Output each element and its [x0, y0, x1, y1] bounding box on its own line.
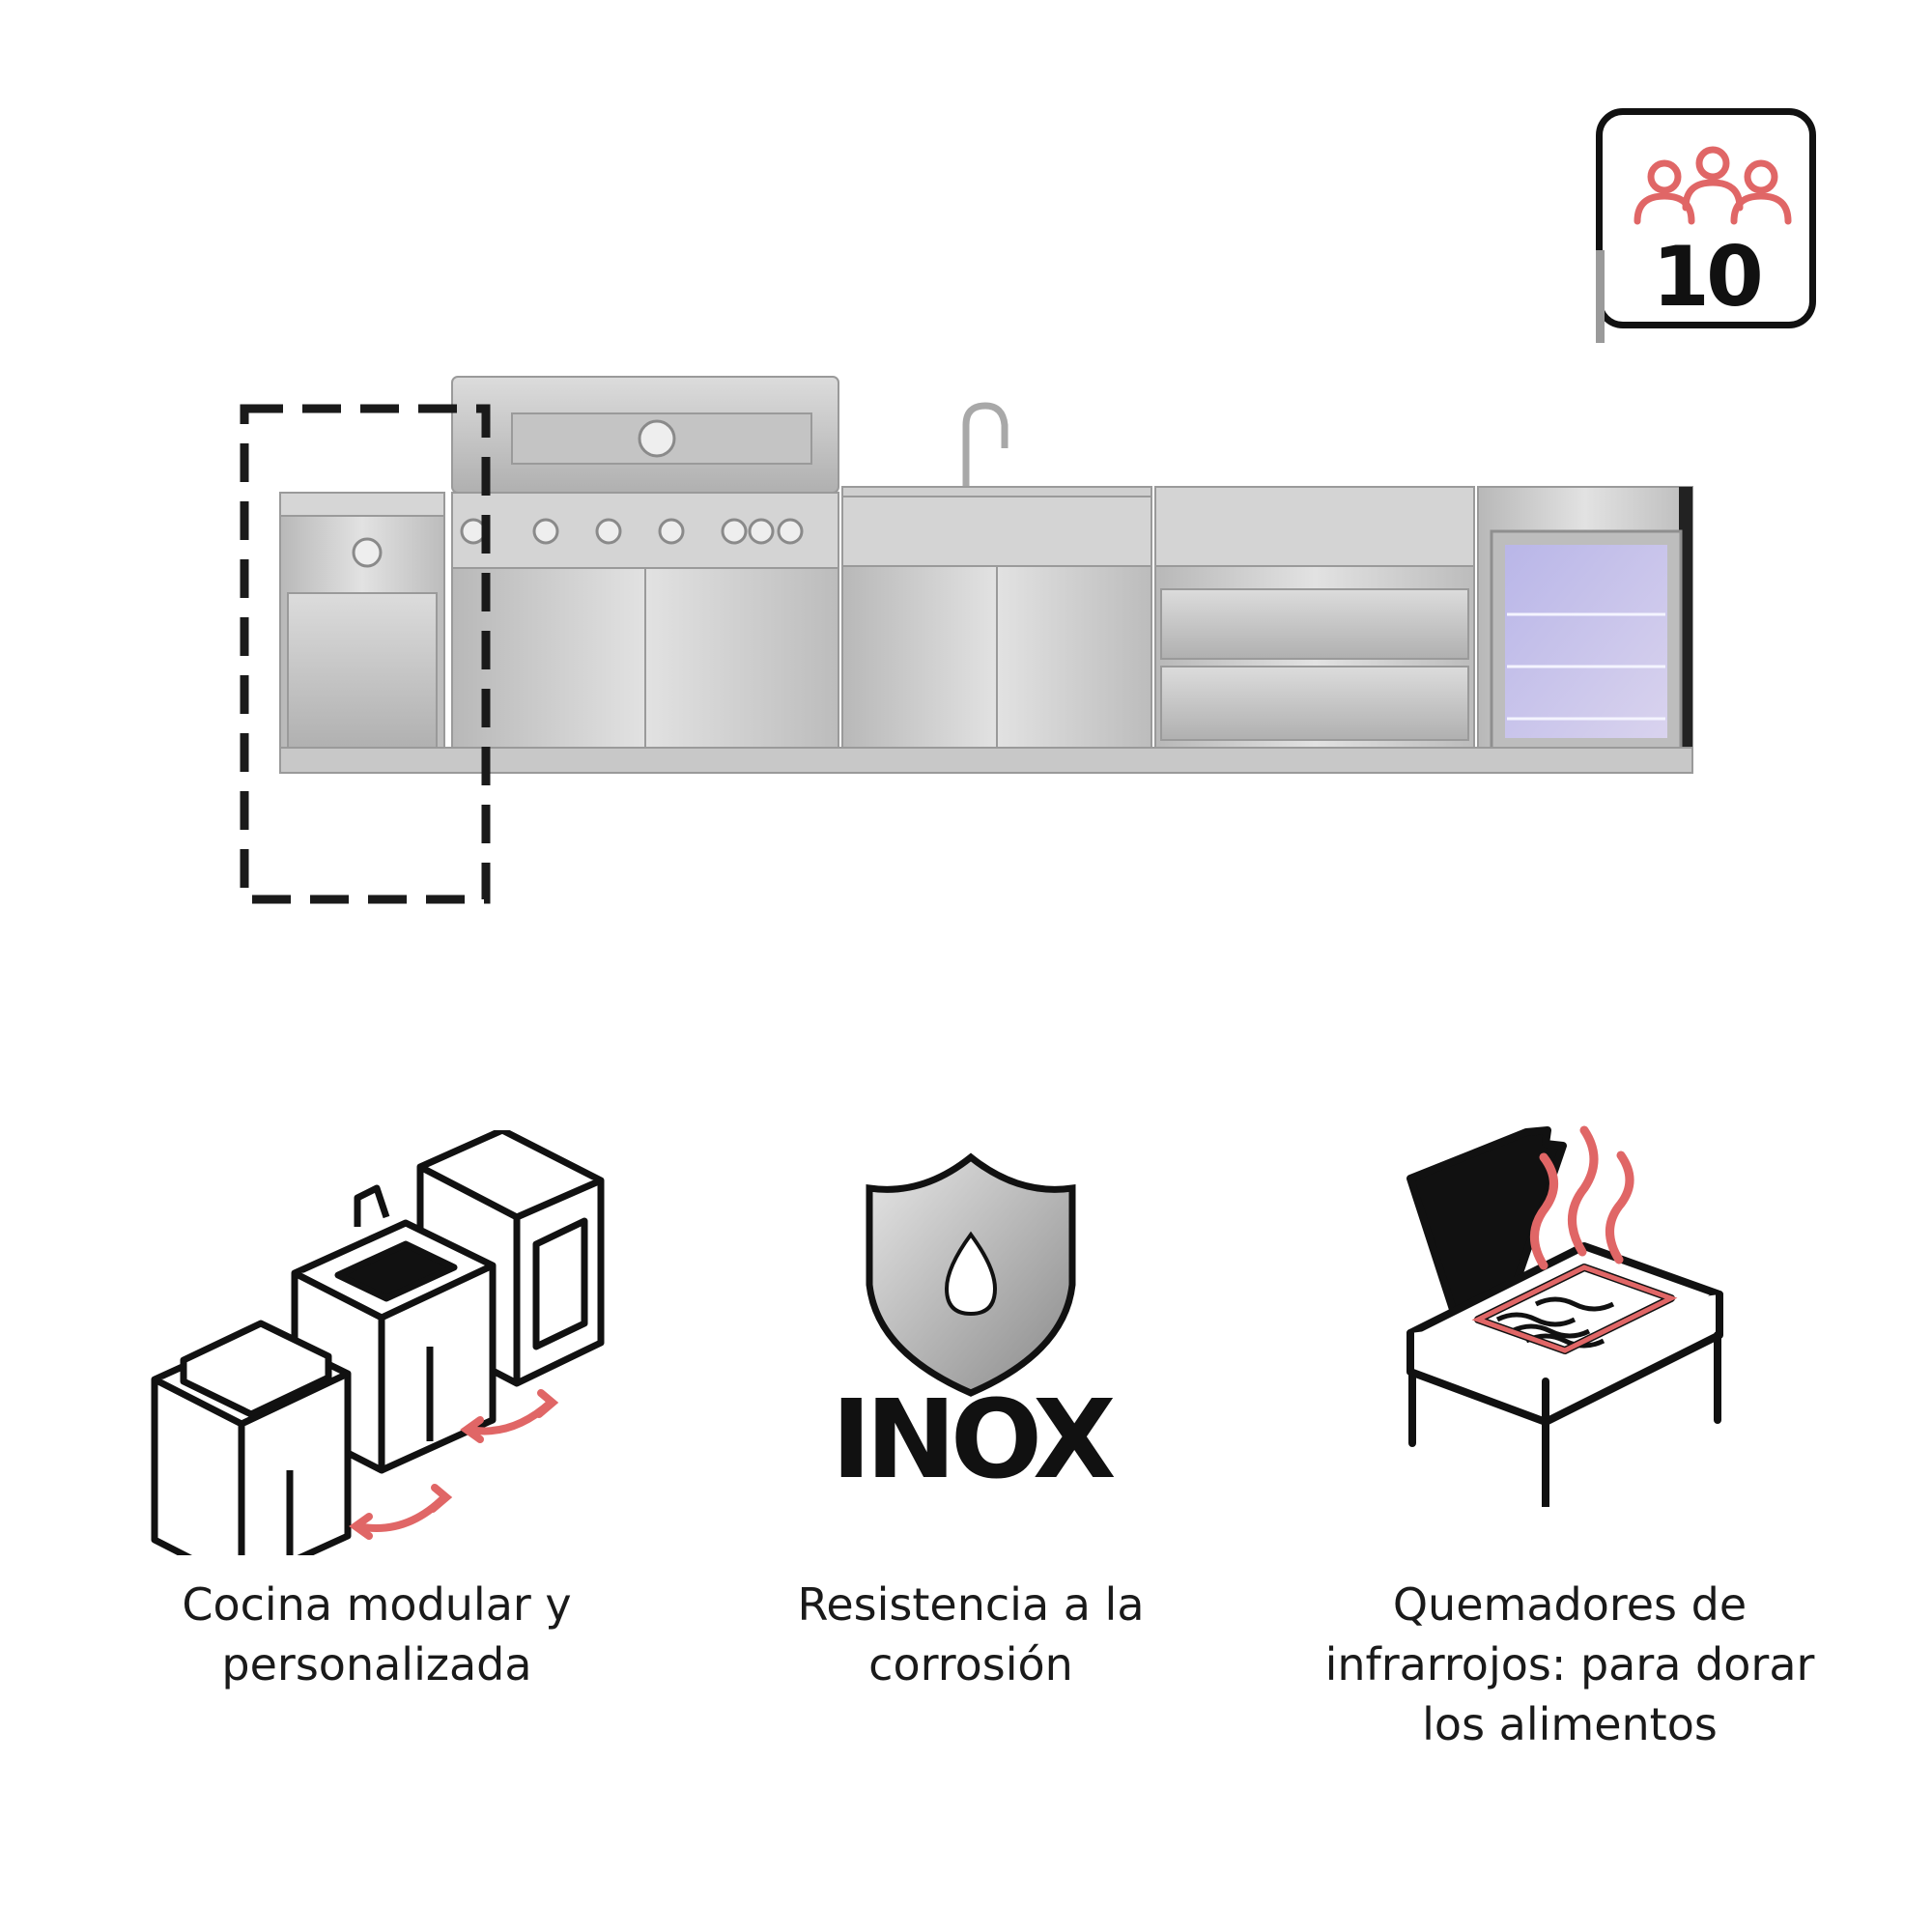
- drawers-module: [1154, 486, 1475, 774]
- water-drop-icon: [944, 1231, 998, 1317]
- badge-stripe: [1596, 250, 1605, 343]
- infrared-burner-icon: [1406, 1125, 1723, 1507]
- faucet-icon: [962, 402, 1009, 493]
- dashed-outline-highlight: [240, 404, 491, 904]
- sink-module: [841, 402, 1152, 774]
- modular-kitchen-icon: [151, 1130, 605, 1555]
- capacity-badge: 10: [1596, 108, 1816, 343]
- people-group-icon: [1634, 146, 1792, 225]
- fridge-module: [1477, 486, 1693, 774]
- feature-label-infrared: Quemadores de infrarrojos: para dorar lo…: [1324, 1578, 1815, 1750]
- knob-icon: [352, 537, 383, 568]
- grill-knobs: [460, 518, 804, 545]
- fridge-glass-door: [1505, 545, 1667, 738]
- grill-module: [451, 376, 839, 774]
- feature-label-inox: Resistencia a la corrosión: [797, 1578, 1145, 1690]
- capacity-number: 10: [1652, 229, 1764, 326]
- inox-text: INOX: [831, 1378, 1117, 1503]
- side-burner-module: [279, 492, 445, 774]
- inox-shield-icon: [866, 1152, 1076, 1397]
- thermometer-icon: [638, 419, 676, 458]
- feature-label-modular: Cocina modular y personalizada: [182, 1578, 572, 1690]
- outdoor-kitchen-image: [279, 376, 1693, 774]
